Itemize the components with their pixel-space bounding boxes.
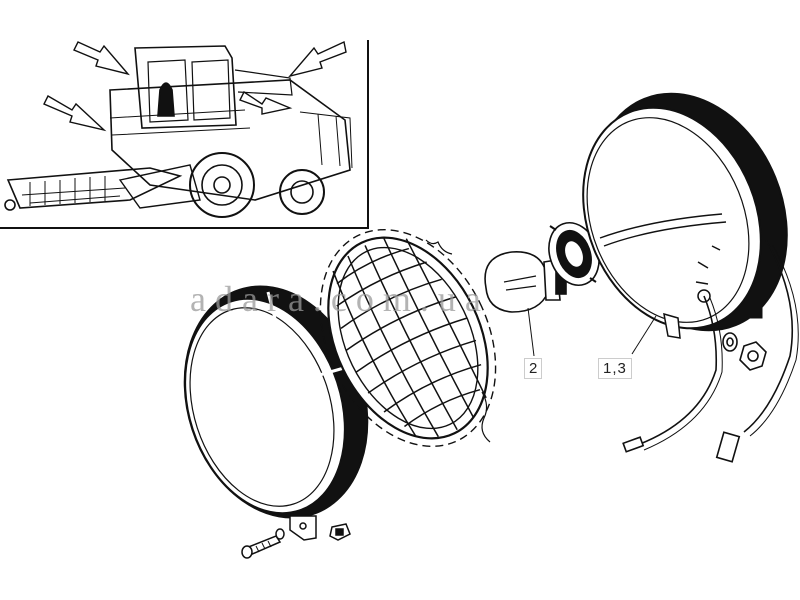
arrow-1 xyxy=(73,41,130,76)
bulb-socket xyxy=(548,219,600,289)
callout-housing: 1,3 xyxy=(598,358,632,379)
harvester-body xyxy=(109,79,351,201)
clamp-screw xyxy=(241,515,351,559)
wire-1 xyxy=(639,295,718,445)
wire-2 xyxy=(743,239,794,433)
harvester-inset xyxy=(0,40,369,229)
callout-bulb: 2 xyxy=(524,358,543,379)
lens-grid xyxy=(332,238,487,438)
arrow-3 xyxy=(288,40,347,78)
arrow-2 xyxy=(43,95,107,132)
front-wheel xyxy=(189,152,255,218)
watermark: adara.com.ua xyxy=(190,279,490,319)
arrow-4 xyxy=(239,90,293,115)
harvester-cabin xyxy=(134,45,237,129)
front-rim xyxy=(183,285,369,519)
harvester-header xyxy=(6,167,183,209)
rear-wheel xyxy=(279,169,325,215)
pointer-arrows xyxy=(43,40,347,132)
wiring xyxy=(622,239,799,463)
reflector-housing xyxy=(582,92,788,339)
inset-frame xyxy=(0,40,369,229)
leader-lines xyxy=(631,315,657,355)
mount-bracket xyxy=(663,312,681,339)
lens xyxy=(319,229,497,447)
